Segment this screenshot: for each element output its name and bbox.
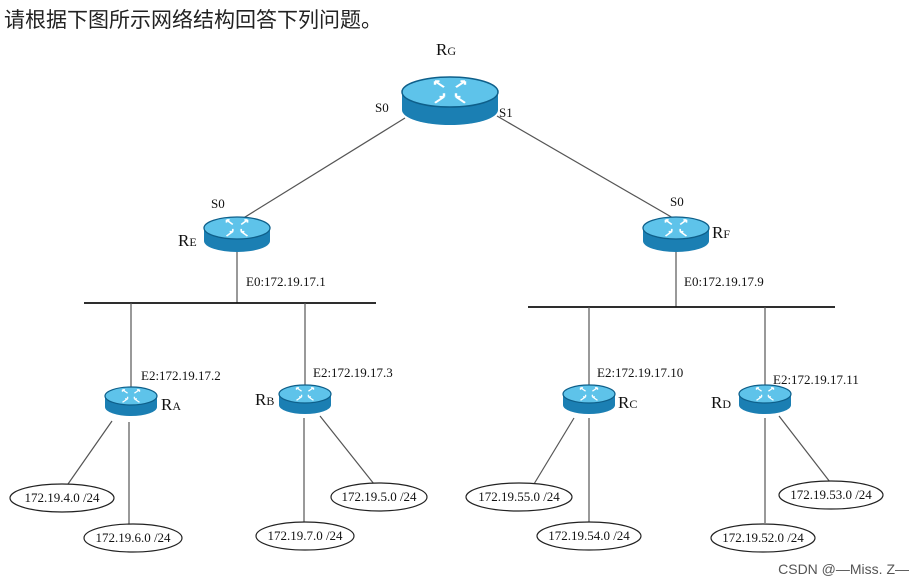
interface-label-rd: E2:172.19.17.11 <box>773 372 859 387</box>
network-label-rc-1: 172.19.55.0 /24 <box>478 489 560 504</box>
port-label-rf-s0: S0 <box>670 194 684 209</box>
router-rb[interactable] <box>278 384 332 414</box>
network-label-ra-2: 172.19.6.0 /24 <box>95 530 171 545</box>
watermark: CSDN @—Miss. Z— <box>778 561 909 577</box>
interface-label-re: E0:172.19.17.1 <box>246 274 326 289</box>
router-name-rb: RB <box>255 390 274 409</box>
router-name-rg: RG <box>436 40 456 59</box>
link-rb-net2 <box>319 415 375 485</box>
router-name-rd: RD <box>711 393 731 412</box>
network-oval-rc-2 <box>536 521 642 551</box>
network-label-rb-2: 172.19.5.0 /24 <box>341 489 417 504</box>
link-rd-net2 <box>778 415 831 483</box>
link-ra-net1 <box>67 420 113 485</box>
network-oval-rd-1 <box>710 523 816 553</box>
interface-label-rf: E0:172.19.17.9 <box>684 274 764 289</box>
network-label-rd-2: 172.19.53.0 /24 <box>790 487 872 502</box>
network-oval-rb-1 <box>255 521 355 551</box>
network-label-rc-2: 172.19.54.0 /24 <box>548 528 630 543</box>
router-rd[interactable] <box>738 384 792 414</box>
network-label-rb-1: 172.19.7.0 /24 <box>267 528 343 543</box>
port-label-rg-s0: S0 <box>375 100 389 115</box>
network-label-rd-1: 172.19.52.0 /24 <box>722 530 804 545</box>
router-re[interactable] <box>203 216 271 252</box>
router-name-rc: RC <box>618 393 637 412</box>
router-name-rf: RF <box>712 223 730 242</box>
router-name-ra: RA <box>161 395 181 414</box>
port-label-rg-s1: S1 <box>499 105 513 120</box>
question-heading: 请根据下图所示网络结构回答下列问题。 <box>4 8 382 32</box>
network-oval-rc-1 <box>465 482 573 512</box>
network-oval-rd-2 <box>778 480 884 510</box>
port-label-re-s0: S0 <box>211 196 225 211</box>
interface-label-rb: E2:172.19.17.3 <box>313 365 393 380</box>
router-rc[interactable] <box>562 384 616 414</box>
router-name-re: RE <box>178 231 197 250</box>
router-rg[interactable] <box>401 76 499 125</box>
link-rg-re <box>236 117 406 223</box>
network-oval-ra-1 <box>9 483 115 513</box>
interface-label-ra: E2:172.19.17.2 <box>141 368 221 383</box>
network-label-ra-1: 172.19.4.0 /24 <box>24 490 100 505</box>
network-oval-ra-2 <box>83 523 183 553</box>
link-rc-net1 <box>533 417 575 485</box>
router-ra[interactable] <box>104 386 158 416</box>
network-oval-rb-2 <box>330 482 428 512</box>
router-rf[interactable] <box>642 216 710 252</box>
interface-label-rc: E2:172.19.17.10 <box>597 365 683 380</box>
link-rg-rf <box>496 115 681 223</box>
